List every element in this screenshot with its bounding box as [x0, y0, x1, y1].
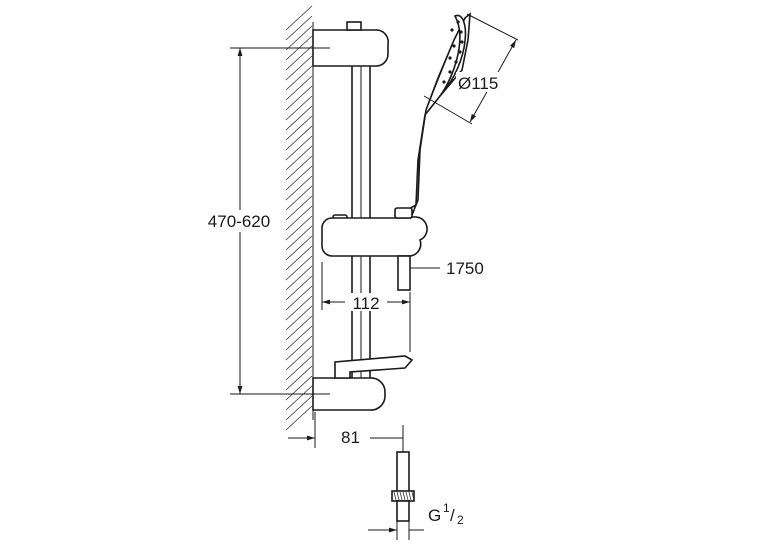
thread-slash: /: [450, 506, 455, 525]
hatch-line: [285, 255, 313, 281]
dim-head-diameter: Ø115: [423, 13, 519, 125]
hose-length-label: 1750: [446, 259, 484, 278]
hatch-line: [285, 155, 313, 181]
hatch-line: [285, 215, 313, 241]
hatch-line: [285, 405, 313, 431]
spray-nozzle: [460, 40, 464, 44]
height-range-label: 470-620: [208, 212, 270, 231]
hatch-line: [285, 345, 313, 371]
hand-shower: [394, 12, 471, 219]
hatch-line: [285, 185, 313, 211]
hatch-line: [285, 285, 313, 311]
hose-connector: [391, 451, 415, 522]
wall-hatching: [285, 5, 314, 431]
dim-rail-offset: 112: [321, 262, 411, 352]
dim-thread: G 1 / 2: [368, 501, 464, 540]
spray-nozzle: [456, 20, 460, 24]
head-diameter-label: Ø115: [458, 74, 498, 93]
hatch-line: [285, 365, 313, 391]
dim-wall-offset: 81: [288, 412, 404, 448]
hatch-line: [285, 195, 313, 221]
spray-nozzle: [450, 28, 454, 32]
hatch-line: [285, 315, 313, 341]
hatch-line: [285, 105, 313, 131]
spray-nozzle: [448, 70, 452, 74]
knurl-line: [402, 491, 406, 501]
hatch-line: [285, 75, 313, 101]
dim-hose-length: 1750: [410, 259, 484, 278]
thread-main-label: G: [428, 506, 441, 525]
spray-nozzle: [459, 30, 463, 34]
hatch-line: [285, 225, 313, 251]
hatch-line: [285, 5, 313, 31]
knurl-line: [399, 491, 403, 501]
hatch-line: [285, 95, 313, 121]
hatch-line: [285, 395, 313, 421]
wall-offset-label: 81: [341, 428, 360, 447]
hatch-line: [285, 375, 313, 401]
hatch-line: [285, 45, 313, 71]
hatch-line: [285, 25, 313, 51]
spray-nozzle: [452, 44, 456, 48]
hatch-line: [285, 305, 313, 331]
top-wall-bracket: [312, 21, 389, 67]
bottom-wall-bracket: [312, 355, 414, 411]
hatch-line: [285, 295, 313, 321]
hatch-line: [285, 175, 313, 201]
hatch-line: [285, 55, 313, 81]
hatch-line: [285, 385, 313, 411]
knurl-line: [396, 491, 400, 501]
hatch-line: [285, 85, 313, 111]
slide-rail: [351, 39, 371, 391]
hatch-line: [285, 135, 313, 161]
hatch-line: [285, 275, 313, 301]
hatch-line: [285, 165, 313, 191]
hatch-line: [285, 335, 313, 361]
hatch-line: [285, 205, 313, 231]
hatch-line: [285, 265, 313, 291]
hatch-line: [285, 115, 313, 141]
knurl-line: [411, 491, 415, 501]
spray-nozzle: [454, 60, 458, 64]
rail-offset-label: 112: [352, 294, 379, 313]
hatch-line: [285, 125, 313, 151]
dim-connector-top: [370, 425, 404, 452]
hatch-line: [285, 325, 313, 351]
hatch-line: [285, 245, 313, 271]
hatch-line: [285, 15, 313, 41]
spray-nozzle: [442, 80, 446, 84]
knurl-line: [408, 491, 412, 501]
knurl-line: [405, 491, 409, 501]
sliding-holder: [321, 214, 428, 291]
hatch-line: [285, 235, 313, 261]
hatch-line: [285, 65, 313, 91]
dim-height-range: 470-620: [195, 47, 330, 395]
thread-denominator: 2: [457, 513, 464, 527]
hatch-line: [285, 145, 313, 171]
spray-nozzle: [458, 50, 462, 54]
knurl-line: [393, 491, 397, 501]
spray-nozzle: [448, 56, 452, 60]
hatch-line: [285, 355, 313, 381]
thread-numerator: 1: [443, 501, 450, 515]
